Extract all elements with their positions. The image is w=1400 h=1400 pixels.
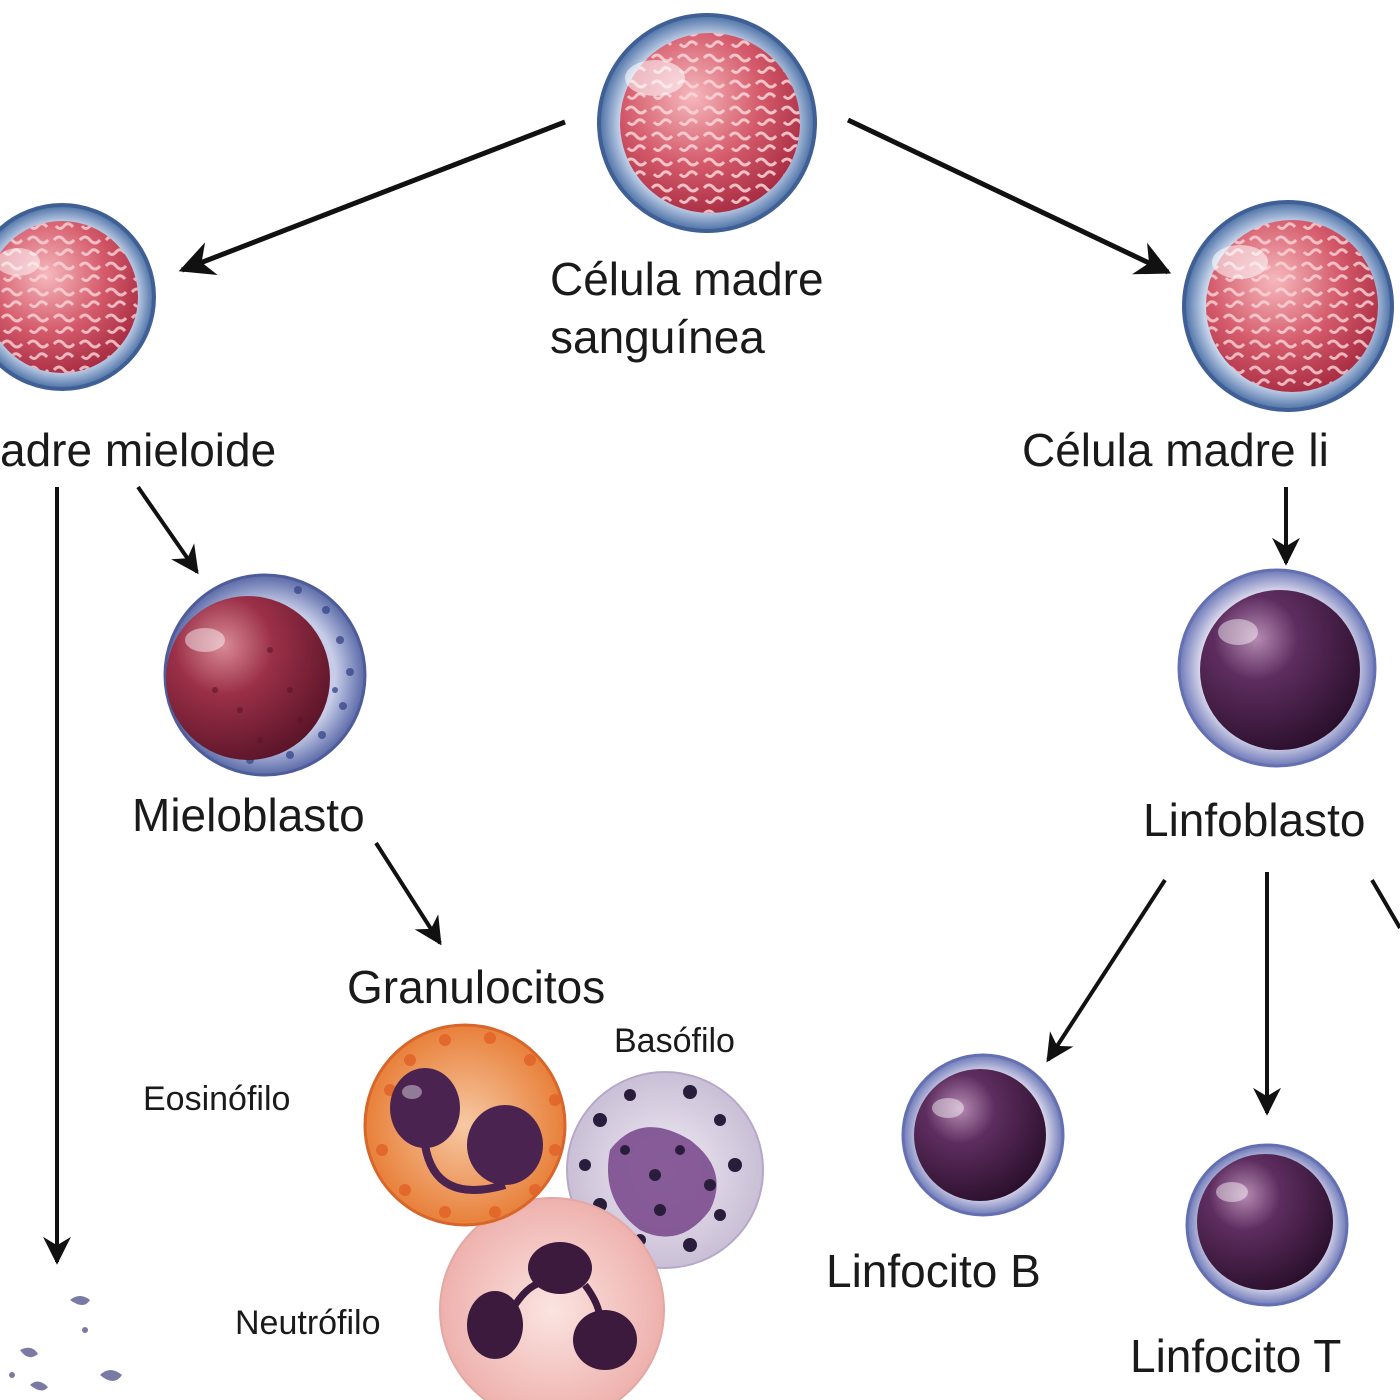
arrow-stem-to-lymphoid: [846, 117, 1172, 275]
label-granulocytes: Granulocitos: [347, 961, 606, 1013]
label-b-lymphocyte: Linfocito B: [826, 1245, 1041, 1297]
lymphoblast-image: [1177, 568, 1377, 768]
neutrophil-image: [439, 1197, 665, 1400]
lymphoid-stem-cell-image: [1182, 200, 1394, 412]
t-lymphocyte-image: [1185, 1143, 1349, 1307]
eosinophil-image: [363, 1023, 567, 1227]
label-stem-cell: Célula madre sanguínea: [550, 250, 824, 366]
arrow-myeloblast-to-granulocytes: [374, 841, 442, 946]
arrows: [43, 117, 1400, 1265]
label-neutrophil: Neutrófilo: [235, 1304, 381, 1342]
myeloid-stem-cell-image: [0, 203, 156, 391]
label-lymphoid-stem-cell: Célula madre li: [1022, 424, 1329, 476]
label-basophil: Basófilo: [614, 1022, 735, 1060]
stem-cell-image: [597, 13, 817, 233]
label-eosinophil: Eosinófilo: [143, 1080, 291, 1118]
arrow-myeloid-to-myeloblast: [136, 485, 199, 575]
arrow-lymphoblast-to-b: [1046, 878, 1167, 1063]
basophil-image: [566, 1071, 764, 1269]
myeloblast-image: [163, 573, 367, 777]
label-stem-cell-line1: Célula madre: [550, 253, 824, 305]
label-myeloblast: Mieloblasto: [132, 789, 365, 841]
arrow-lymphoblast-to-right: [1370, 878, 1400, 930]
arrow-stem-to-myeloid: [178, 119, 566, 275]
b-lymphocyte-image: [901, 1053, 1065, 1217]
label-myeloid-stem-cell: adre mieloide: [0, 424, 277, 476]
platelets-image: [9, 1296, 122, 1391]
label-stem-cell-line2: sanguínea: [550, 311, 765, 363]
label-t-lymphocyte: Linfocito T: [1130, 1330, 1342, 1382]
label-lymphoblast: Linfoblasto: [1143, 794, 1366, 846]
